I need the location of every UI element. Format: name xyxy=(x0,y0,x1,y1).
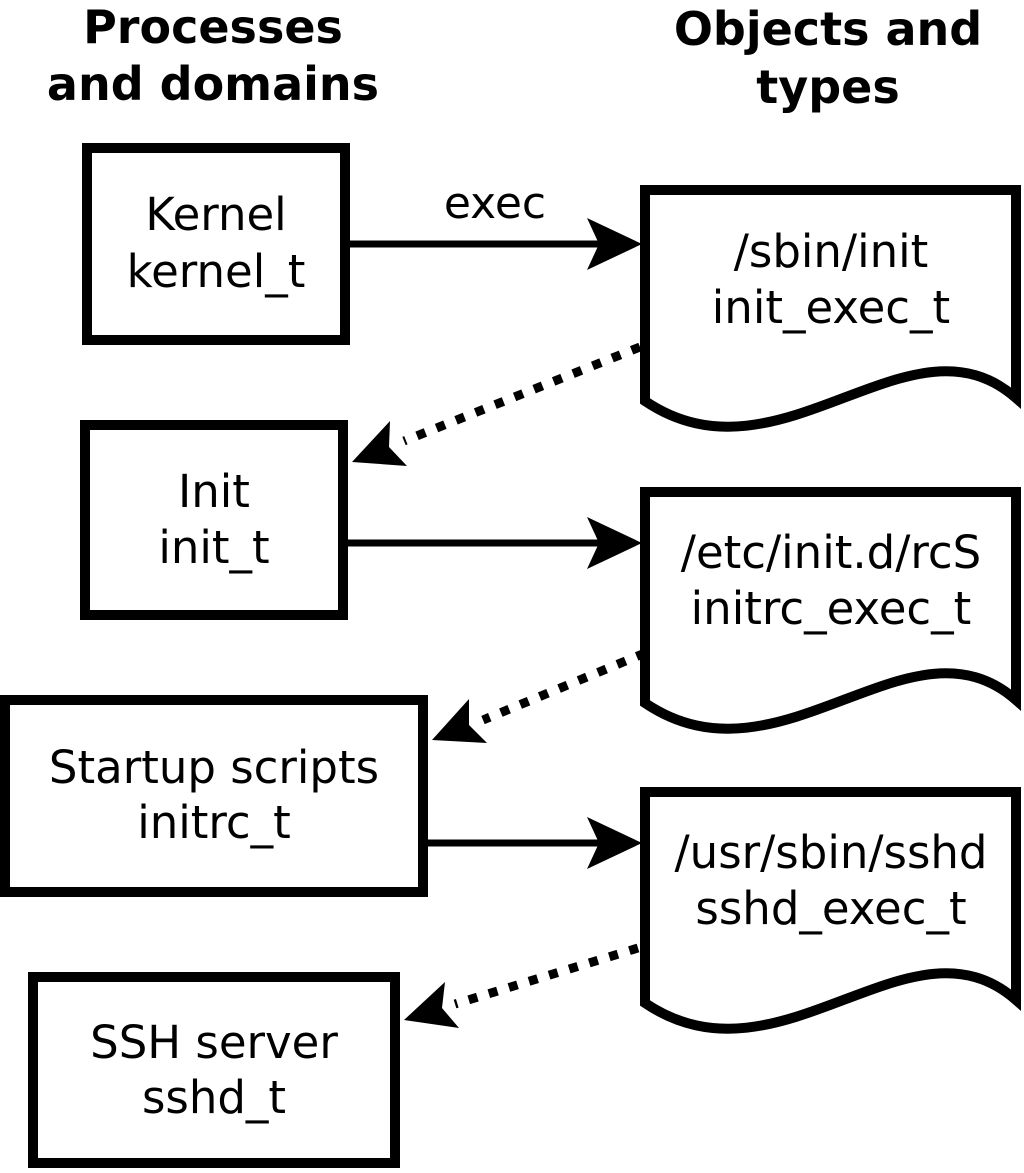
process-domain-type: init_t xyxy=(158,521,269,574)
document-shape-icon xyxy=(640,487,1021,734)
document-shape-icon xyxy=(640,185,1021,432)
process-box-rect xyxy=(82,143,350,345)
transition-arrow-rcs-to-initrc xyxy=(432,648,647,743)
object-file-type: initrc_exec_t xyxy=(691,582,972,635)
process-box-rect xyxy=(0,695,428,897)
column-header-objects: Objects and types xyxy=(674,2,982,114)
header-processes-line2: and domains xyxy=(47,57,379,111)
dotted-arrowhead-icon xyxy=(352,421,407,466)
process-name: Kernel xyxy=(145,188,286,241)
exec-arrow-init-to-rcs xyxy=(348,517,642,569)
process-domain-type: sshd_t xyxy=(142,1071,286,1124)
column-header-processes: Processes and domains xyxy=(47,0,379,111)
dotted-arrow-line xyxy=(402,342,642,446)
process-domain-type: kernel_t xyxy=(127,245,306,298)
exec-arrow-label: exec xyxy=(444,178,546,229)
process-name: Init xyxy=(178,465,250,518)
transition-arrow-sshd-exec-to-sshd xyxy=(404,943,640,1028)
dotted-arrowhead-icon xyxy=(404,982,459,1028)
dotted-arrow-line xyxy=(453,943,640,1009)
object-doc-etc-init-rcs: /etc/init.d/rcS initrc_exec_t xyxy=(640,487,1021,734)
solid-arrowhead-icon xyxy=(587,517,642,569)
process-box-startup-scripts: Startup scripts initrc_t xyxy=(0,695,428,897)
object-path: /sbin/init xyxy=(734,225,929,278)
process-box-rect xyxy=(80,420,348,620)
exec-arrow-startup-to-sshd xyxy=(428,817,642,869)
header-objects-line2: types xyxy=(756,60,899,114)
process-box-init: Init init_t xyxy=(80,420,348,620)
object-path: /etc/init.d/rcS xyxy=(681,526,981,579)
process-box-rect xyxy=(28,972,400,1168)
process-name: Startup scripts xyxy=(49,741,379,794)
dotted-arrow-line xyxy=(481,648,647,725)
object-file-type: init_exec_t xyxy=(712,281,950,334)
solid-arrowhead-icon xyxy=(587,817,642,869)
process-box-kernel: Kernel kernel_t xyxy=(82,143,350,345)
header-processes-line1: Processes xyxy=(83,0,343,54)
process-box-ssh-server: SSH server sshd_t xyxy=(28,972,400,1168)
document-shape-icon xyxy=(640,787,1021,1034)
exec-arrow-kernel-to-sbin-init: exec xyxy=(350,178,642,270)
dotted-arrowhead-icon xyxy=(432,699,487,743)
process-domain-type: initrc_t xyxy=(137,796,291,849)
object-file-type: sshd_exec_t xyxy=(695,882,966,935)
object-doc-sbin-init: /sbin/init init_exec_t xyxy=(640,185,1021,432)
header-objects-line1: Objects and xyxy=(674,2,982,56)
solid-arrowhead-icon xyxy=(587,218,642,270)
object-doc-usr-sbin-sshd: /usr/sbin/sshd sshd_exec_t xyxy=(640,787,1021,1034)
object-path: /usr/sbin/sshd xyxy=(675,826,988,879)
process-name: SSH server xyxy=(90,1016,338,1069)
transition-arrow-sbin-init-to-init xyxy=(352,342,642,466)
